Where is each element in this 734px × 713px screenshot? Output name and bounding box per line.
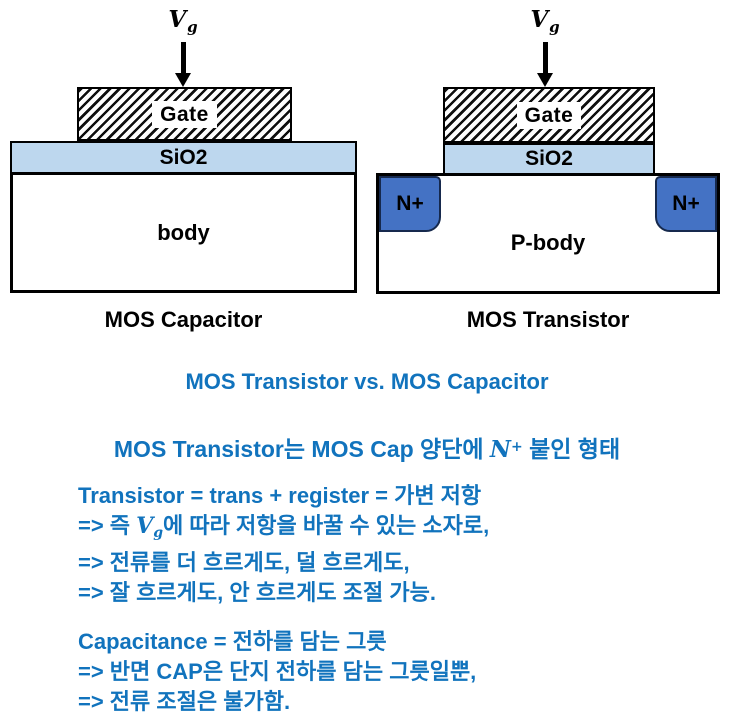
- transistor-voltage-arrow-shaft: [543, 42, 548, 75]
- capacitor-gate-voltage-label: Vg: [153, 5, 213, 42]
- vg-math-symbol: V: [136, 513, 154, 539]
- nplus-drain-label: N+: [672, 192, 700, 215]
- transistor-note-line-2: => 즉 Vg에 따라 저항을 바꿀 수 있는 소자로,: [78, 511, 489, 548]
- comparison-title: MOS Transistor vs. MOS Capacitor: [185, 369, 549, 394]
- capacitor-oxide-label: SiO2: [159, 145, 208, 169]
- capacitance-notes-block: Capacitance = 전하를 담는 그릇 => 반면 CAP은 단지 전하…: [78, 627, 476, 713]
- transistor-oxide-label: SiO2: [525, 147, 573, 170]
- vg-subscript: g: [187, 18, 198, 36]
- transistor-body-label: P-body: [510, 230, 586, 255]
- capacitance-note-line-3: => 전류 조절은 불가함.: [78, 689, 291, 713]
- capacitor-body-label: body: [157, 220, 210, 245]
- subtitle-text-pre: MOS Transistor는 MOS Cap 양단에: [113, 436, 490, 462]
- transistor-gate-label: Gate: [516, 101, 582, 129]
- vg-symbol: V: [530, 6, 549, 33]
- transistor-caption: MOS Transistor: [466, 307, 630, 332]
- vg-subscript: g: [549, 18, 560, 36]
- transistor-nplus-source: N+: [379, 176, 441, 232]
- nplus-math-symbol: N: [489, 436, 511, 463]
- transistor-note-line-1: Transistor = trans + register = 가변 저항: [78, 483, 482, 508]
- capacitor-gate-label: Gate: [152, 100, 217, 128]
- transistor-gate-voltage-label: Vg: [515, 5, 575, 42]
- transistor-note-line-4: => 잘 흐르게도, 안 흐르게도 조절 가능.: [78, 580, 436, 605]
- transistor-nplus-drain: N+: [655, 176, 717, 232]
- transistor-voltage-arrow-head: [537, 73, 553, 87]
- capacitance-note-line-2: => 반면 CAP은 단지 전하를 담는 그릇일뿐,: [78, 659, 477, 684]
- transistor-oxide-layer: SiO2: [443, 143, 655, 173]
- transistor-notes-block: Transistor = trans + register = 가변 저항 =>…: [78, 481, 489, 608]
- vg-symbol: V: [168, 6, 187, 33]
- comparison-subtitle: MOS Transistor는 MOS Cap 양단에 N+ 붙인 형태: [0, 430, 734, 464]
- vg-math-subscript: g: [153, 525, 164, 541]
- capacitance-note-line-1: Capacitance = 전하를 담는 그릇: [78, 629, 387, 654]
- nplus-math-superscript: +: [510, 439, 523, 455]
- capacitor-voltage-arrow-head: [175, 73, 191, 87]
- transistor-note-line-3: => 전류를 더 흐르게도, 덜 흐르게도,: [78, 550, 410, 575]
- note-line2-post: 에 따라 저항을 바꿀 수 있는 소자로,: [163, 513, 490, 538]
- capacitor-voltage-arrow-shaft: [181, 42, 186, 75]
- capacitor-gate-electrode: Gate: [77, 87, 292, 141]
- nplus-source-label: N+: [396, 192, 424, 215]
- note-line2-pre: => 즉: [78, 513, 137, 538]
- capacitor-oxide-layer: SiO2: [10, 141, 357, 172]
- subtitle-text-post: 붙인 형태: [522, 436, 621, 462]
- capacitor-body-region: [10, 172, 357, 293]
- transistor-gate-electrode: Gate: [443, 87, 655, 143]
- capacitor-caption: MOS Capacitor: [104, 307, 263, 332]
